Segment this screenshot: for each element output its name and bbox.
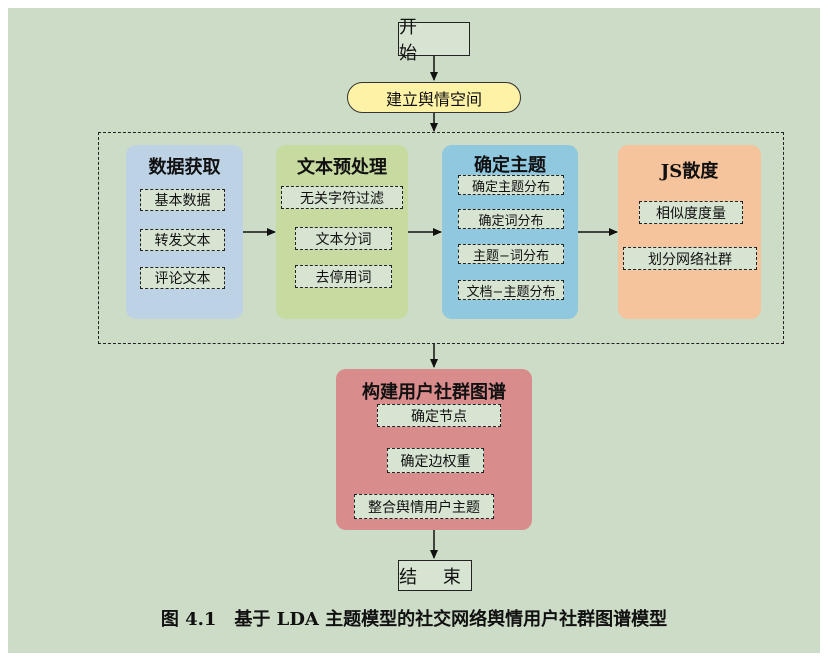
stage-topic-determination: 确定主题 确定主题分布 确定词分布 主题−词分布 文档−主题分布 [442,145,578,319]
stage-item: 文档−主题分布 [458,280,564,300]
stage-title: JS散度 [660,161,719,182]
figure-caption: 图 4.1 基于 LDA 主题模型的社交网络舆情用户社群图谱模型 [160,609,668,630]
stage-item: 无关字符过滤 [281,186,403,209]
build-space-node: 建立舆情空间 [347,82,521,113]
stage-item: 去停用词 [295,265,392,288]
stage-item: 主题−词分布 [458,244,564,264]
stage-title: 确定主题 [474,155,546,176]
build-space-label: 建立舆情空间 [385,89,482,109]
stage-title: 文本预处理 [297,157,387,178]
graph-item: 确定节点 [377,404,501,427]
graph-item: 整合舆情用户主题 [354,494,494,519]
pipeline-container [98,132,784,344]
stage-item: 划分网络社群 [623,247,757,270]
stage-item: 转发文本 [140,229,225,251]
end-node: 结 束 [398,560,472,591]
graph-item: 确定边权重 [387,448,484,473]
graph-construction-panel: 构建用户社群图谱 确定节点 确定边权重 整合舆情用户主题 [336,369,532,530]
graph-title: 构建用户社群图谱 [362,382,506,403]
stage-data-acquisition: 数据获取 基本数据 转发文本 评论文本 [126,145,243,319]
start-label: 开 始 [399,17,427,64]
stage-title: 数据获取 [148,157,221,178]
stage-text-preprocessing: 文本预处理 无关字符过滤 文本分词 去停用词 [276,145,408,319]
stage-item: 确定主题分布 [458,175,564,195]
stage-item: 评论文本 [140,267,225,289]
stage-item: 文本分词 [295,227,392,250]
stage-item: 基本数据 [140,189,225,211]
diagram-background [8,8,820,653]
stage-js-divergence: JS散度 相似度度量 划分网络社群 [618,145,761,319]
start-node: 开 始 [398,17,470,64]
end-label: 结 束 [399,566,471,588]
stage-item: 确定词分布 [458,209,564,229]
stage-item: 相似度度量 [639,201,743,224]
